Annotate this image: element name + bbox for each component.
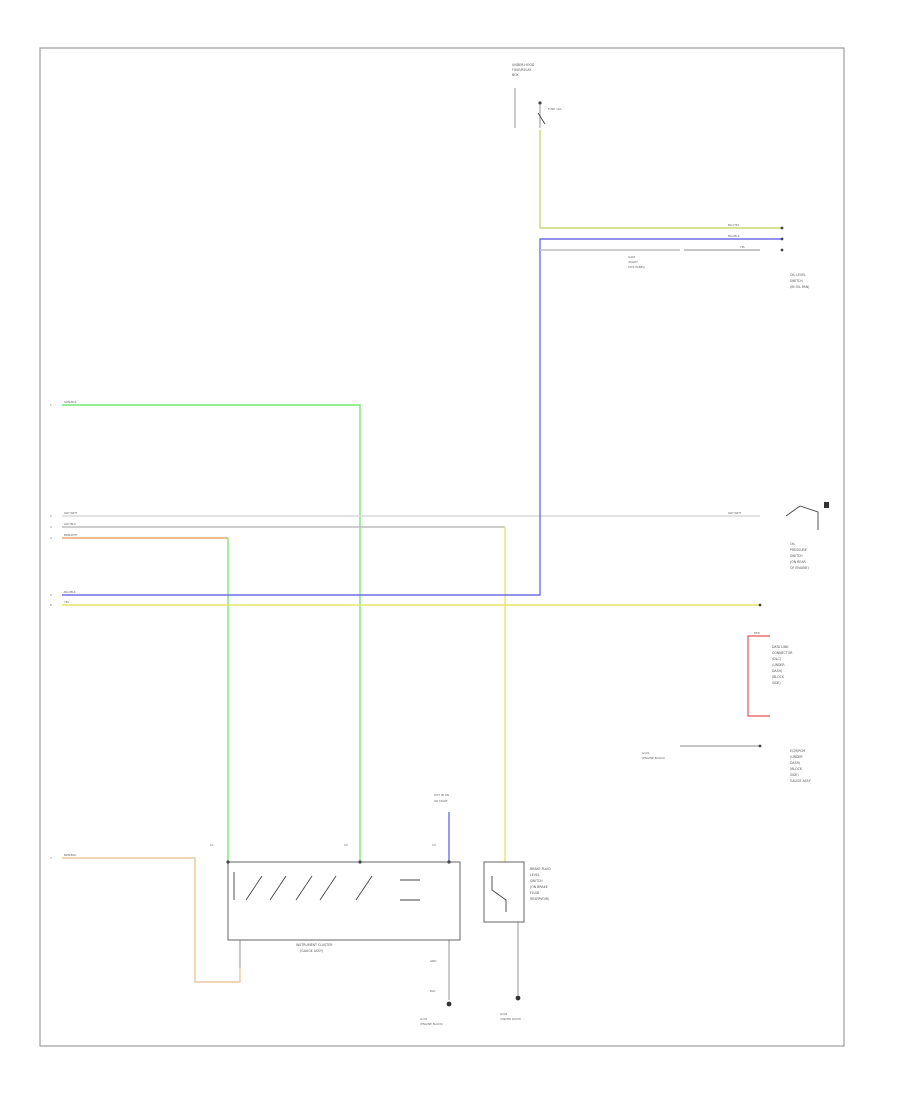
right-switch-line-1: OIL — [790, 542, 795, 546]
pin-top-3 — [780, 248, 784, 252]
conn-7-num: 7 — [50, 856, 52, 860]
pin-c2 — [358, 860, 362, 864]
conn-2-num: 2 — [50, 514, 52, 518]
pin-c1 — [226, 860, 230, 864]
top-right-wire-1: BLU/YEL — [728, 223, 740, 227]
pin-c3 — [447, 860, 451, 864]
rb-right-2: (UNDER — [790, 755, 803, 759]
ground-right-2: (UNDER DASH) — [500, 1017, 521, 1021]
gnd-label: GND — [430, 959, 436, 963]
rb-right-4: (BLOCK — [790, 767, 803, 771]
top-source-line-2: FUSE/RELAY — [512, 68, 531, 72]
rb-right-6: GAUGE ASSY — [790, 779, 811, 783]
wire-layer — [62, 130, 782, 983]
right-switch-line-3: SWITCH — [790, 554, 803, 558]
top-right-ground-3: KICK PANEL) — [628, 265, 645, 269]
cluster-bars-icon — [400, 879, 420, 901]
relay-line-3: SWITCH — [530, 879, 543, 883]
olive-wire-source — [539, 130, 782, 229]
pin-top-2 — [780, 237, 784, 241]
pin-top-1 — [780, 226, 784, 230]
ground-left-icon — [446, 1001, 452, 1007]
oil-pressure-switch-icon — [785, 505, 819, 530]
top-right-component-3: (IN OIL PAN) — [790, 285, 809, 289]
conn-6-num: 6 — [50, 603, 52, 607]
components — [226, 88, 829, 1007]
right-switch-wire: GRY/WHT — [728, 511, 741, 515]
tan-wire-7 — [62, 857, 241, 983]
conn-5-wire: BLU/BLK — [64, 590, 76, 594]
top-source-line-1: UNDER-HOOD — [512, 63, 535, 67]
top-power-2: OR START — [434, 799, 448, 803]
right-switch-line-2: PRESSURE — [790, 548, 807, 552]
pin-yellow-end — [758, 603, 762, 607]
conn-1-num: 1 — [50, 403, 52, 407]
brake-fluid-switch-icon — [491, 876, 507, 912]
top-power-1: HOT IN ON — [434, 793, 449, 797]
dlc-line-3: (DLC) — [772, 657, 781, 661]
cluster-switches-icon — [233, 872, 373, 901]
right-switch-line-5: OF ENGINE) — [790, 566, 809, 570]
blk-label: BLK — [430, 989, 435, 993]
rb-right-3: DASH) — [790, 761, 800, 765]
cluster-pin-c2: C2 — [344, 843, 348, 847]
top-right-ground-2: (RIGHT — [628, 260, 638, 264]
ground-left-1: G101 — [420, 1017, 428, 1021]
relay-line-1: BRAKE FLUID — [530, 867, 551, 871]
conn-2-wire: GRY/WHT — [64, 511, 77, 515]
top-right-wire-2: BLU/BLK — [728, 234, 740, 238]
top-right-component-1: OIL LEVEL — [790, 273, 806, 277]
brake-fluid-switch-box — [483, 861, 525, 923]
ground-right-icon — [515, 995, 521, 1001]
conn-4-wire: BRN/WHT — [64, 533, 78, 537]
conn-7-wire: BRN/BLK — [64, 853, 76, 857]
rb-right-1: ECM/PCM — [790, 749, 805, 753]
ground-left-2: (ENGINE BLOCK) — [420, 1022, 443, 1026]
top-right-component-2: SWITCH — [790, 279, 803, 283]
dlc-line-6: (BLOCK — [772, 675, 785, 679]
pin-right-bottom — [758, 744, 762, 748]
dlc-line-2: CONNECTOR — [772, 651, 793, 655]
conn-3-num: 3 — [50, 525, 52, 529]
labels: 1 GRN/BLK 2 GRY/WHT 3 GRY/BLU 4 BRN/WHT … — [50, 63, 811, 1026]
green-wire-1 — [62, 404, 361, 862]
red-wire-label: RED — [754, 631, 760, 635]
conn-1-wire: GRN/BLK — [64, 400, 77, 404]
top-fuse-label: FUSE 10A — [548, 107, 562, 111]
conn-3-wire: GRY/BLU — [64, 522, 76, 526]
left-connectors: 1 GRN/BLK 2 GRY/WHT 3 GRY/BLU 4 BRN/WHT … — [50, 400, 78, 860]
cluster-pin-c3: C3 — [432, 843, 436, 847]
relay-line-5: FLUID — [530, 891, 540, 895]
rb-right-5: SIDE) — [790, 773, 799, 777]
relay-line-6: RESERVOIR) — [530, 897, 549, 901]
dlc-line-7: SIDE) — [772, 681, 781, 685]
top-source-line-3: BOX — [512, 73, 519, 77]
rb-left-2: (ENGINE BLOCK) — [642, 756, 665, 760]
cluster-label-2: (GAUGE ASSY) — [300, 949, 323, 953]
cluster-pin-c1: C1 — [210, 843, 214, 847]
top-right-ground-1: G401 — [628, 255, 636, 259]
relay-line-2: LEVEL — [530, 873, 540, 877]
red-wire-dlc — [747, 635, 770, 717]
conn-5-num: 5 — [50, 593, 52, 597]
fuse-icon — [537, 112, 546, 125]
switch-terminal-icon — [824, 502, 829, 508]
blue-wire-5 — [62, 238, 782, 596]
dlc-line-1: DATA LINK — [772, 645, 789, 649]
dlc-line-4: (UNDER — [772, 663, 785, 667]
right-switch-line-4: (ON REAR — [790, 560, 807, 564]
fuse-contact — [538, 101, 542, 105]
conn-6-wire: YEL — [64, 600, 69, 604]
ground-right-1: G201 — [500, 1012, 508, 1016]
cluster-label-1: INSTRUMENT CLUSTER — [296, 943, 333, 947]
diagram-border — [39, 47, 845, 1047]
relay-line-4: (ON BRAKE — [530, 885, 548, 889]
rb-left-1: G101 — [642, 751, 650, 755]
top-right-wire-3: YEL — [740, 245, 745, 249]
dlc-line-5: DASH) — [772, 669, 782, 673]
instrument-cluster-box — [227, 861, 461, 941]
conn-4-num: 4 — [50, 536, 52, 540]
